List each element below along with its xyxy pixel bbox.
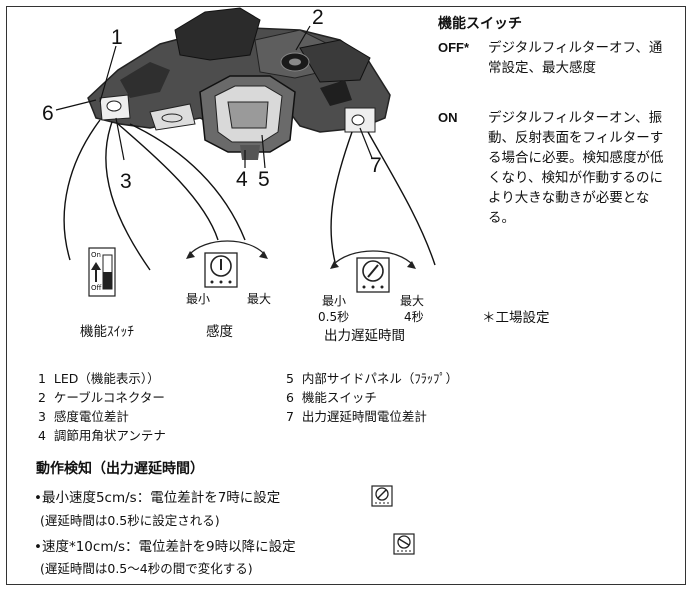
switch-off-label: Off	[91, 284, 102, 292]
legend-item: 4 調節用角状アンテナ	[38, 428, 166, 443]
legend-item: 7 出力遅延時間電位差計	[286, 409, 427, 424]
legend-item: 1 LED（機能表示））	[38, 371, 160, 386]
dial-icon-9-oclock	[393, 533, 415, 555]
dial-icon-7-oclock	[371, 485, 393, 507]
circuit-board	[87, 7, 391, 133]
bullet-speed-10: •速度*10cm/s：電位差計を9時以降に設定	[34, 539, 296, 555]
callout-6: 6	[42, 102, 54, 125]
delay-dial	[330, 250, 416, 293]
function-switch-title: 機能スイッチ	[438, 16, 522, 32]
delay-max-label: 最大	[400, 294, 425, 308]
callout-1: 1	[111, 26, 123, 49]
callout-2: 2	[312, 6, 324, 29]
sensitivity-min-label: 最小	[186, 292, 211, 306]
callout-3: 3	[120, 170, 132, 193]
horn-antenna	[199, 75, 296, 160]
delay-max-value: 4秒	[404, 310, 424, 324]
callout-5: 5	[258, 168, 270, 191]
factory-setting-note: ＊工場設定	[482, 310, 550, 326]
legend-item: 6 機能スイッチ	[286, 390, 377, 405]
bullet-min-speed-note: (遅延時間は0.5秒に設定される)	[40, 513, 220, 528]
switch-on-label: On	[91, 251, 101, 259]
page-frame	[6, 6, 686, 585]
callout-7: 7	[370, 154, 382, 177]
switch-caption: 機能ｽｲｯﾁ	[80, 324, 134, 340]
detail-connectors	[63, 119, 436, 271]
bullet-speed-10-note: (遅延時間は0.5〜4秒の間で変化する)	[40, 561, 253, 576]
on-description: デジタルフィルターオン、振動、反射表面をフィルターする場合に必要。検知感度が低く…	[488, 110, 664, 226]
sensitivity-caption: 感度	[206, 324, 233, 340]
legend-item: 5 内部サイドパネル（ﾌﾗｯﾌﾟ）	[286, 371, 459, 386]
motion-detection-title: 動作検知（出力遅延時間）	[36, 461, 204, 477]
delay-caption: 出力遅延時間	[324, 328, 405, 344]
switch-detail	[88, 247, 116, 297]
delay-min-label: 最小	[322, 294, 347, 308]
legend-item: 2 ケーブルコネクター	[38, 390, 165, 405]
sensitivity-dial	[186, 240, 268, 288]
off-description: デジタルフィルターオフ、通常設定、最大感度	[488, 40, 663, 76]
callout-4: 4	[236, 168, 248, 191]
bullet-min-speed: •最小速度5cm/s：電位差計を7時に設定	[34, 490, 281, 506]
off-key: OFF*	[438, 40, 470, 55]
leader-lines	[55, 25, 373, 169]
on-key: ON	[438, 110, 458, 125]
legend-item: 3 感度電位差計	[38, 409, 129, 424]
sensitivity-max-label: 最大	[247, 292, 272, 306]
delay-min-value: 0.5秒	[318, 310, 350, 324]
